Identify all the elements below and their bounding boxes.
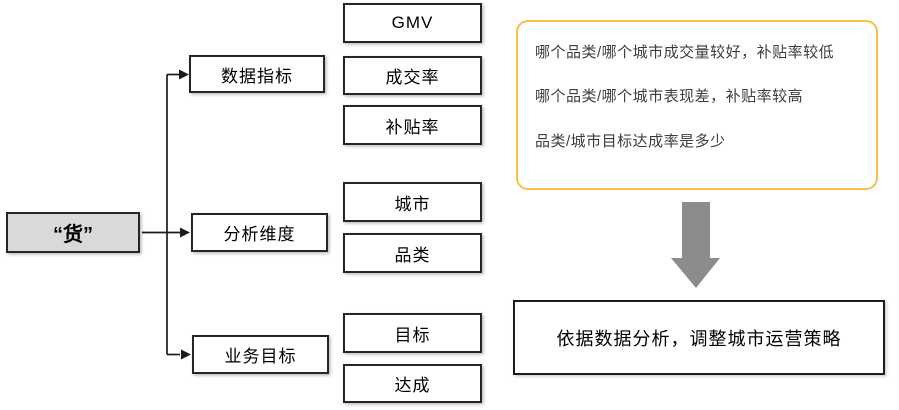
leaf-label: 补贴率 <box>385 117 440 137</box>
leaf-node-category: 品类 <box>343 233 482 273</box>
conclusion-box: 依据数据分析，调整城市运营策略 <box>513 300 885 375</box>
branch-label: 数据指标 <box>221 66 293 86</box>
leaf-node-target: 目标 <box>343 313 482 353</box>
leaf-label: 成交率 <box>385 68 440 87</box>
branch-label: 业务目标 <box>224 347 297 366</box>
leaf-node-subsidy-rate: 补贴率 <box>343 105 482 145</box>
leaf-label: GMV <box>391 13 434 32</box>
branch-node-data-metrics: 数据指标 <box>189 55 325 93</box>
callout-line-3: 品类/城市目标达成率是多少 <box>535 132 726 150</box>
leaf-label: 达成 <box>394 376 431 395</box>
root-node-label: “货” <box>53 224 93 246</box>
down-arrow-icon <box>671 202 720 288</box>
callout-line-1: 哪个品类/哪个城市成交量较好，补贴率较低 <box>535 44 835 61</box>
branch-node-business-goals: 业务目标 <box>192 335 329 374</box>
conclusion-label: 依据数据分析，调整城市运营策略 <box>556 328 842 349</box>
branch-node-analysis-dimensions: 分析维度 <box>191 213 328 252</box>
callout-questions-box: 哪个品类/哪个城市成交量较好，补贴率较低 哪个品类/哪个城市表现差，补贴率较高 … <box>516 20 878 190</box>
branch-label: 分析维度 <box>223 225 296 244</box>
leaf-node-gmv: GMV <box>343 3 482 43</box>
leaf-label: 城市 <box>394 194 431 214</box>
arrowhead-branch-0-icon <box>179 69 189 80</box>
leaf-label: 目标 <box>394 325 431 345</box>
leaf-label: 品类 <box>394 245 431 265</box>
leaf-node-city: 城市 <box>343 182 482 222</box>
root-node-goods: “货” <box>6 212 140 253</box>
leaf-node-achievement: 达成 <box>343 364 482 403</box>
callout-line-2: 哪个品类/哪个城市表现差，补贴率较高 <box>535 88 804 106</box>
arrowhead-branch-1-icon <box>180 227 190 238</box>
arrowhead-branch-2-icon <box>181 349 191 360</box>
leaf-node-conversion-rate: 成交率 <box>343 56 482 95</box>
